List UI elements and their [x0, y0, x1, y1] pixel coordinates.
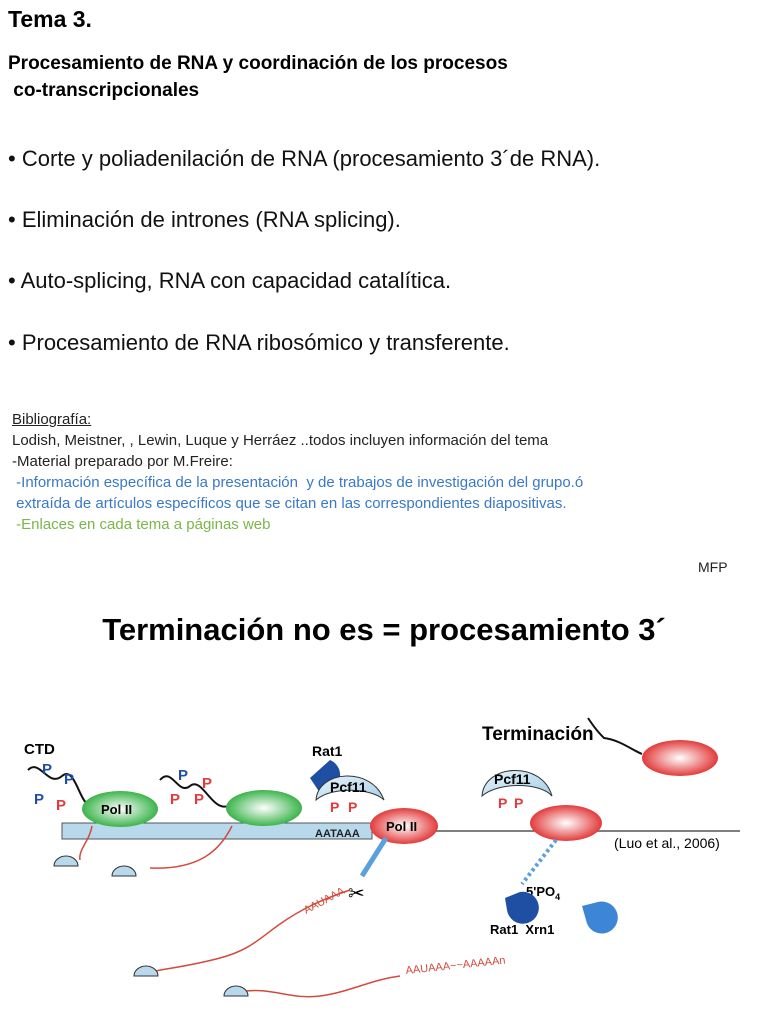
ctd-label: CTD — [24, 741, 55, 758]
p-label: P — [202, 775, 212, 792]
bullet-item: • Auto-splicing, RNA con capacidad catal… — [8, 268, 452, 293]
nascent-rna — [149, 825, 233, 869]
cap-icon — [133, 965, 159, 977]
p-label: P — [178, 767, 188, 784]
p-label: P — [64, 771, 74, 788]
pol-ii-red — [530, 805, 602, 841]
p-label: P — [194, 791, 204, 808]
pcf11-label: Pcf11 — [494, 771, 531, 787]
xrn1-icon — [582, 901, 618, 934]
bibliography-line: -Material preparado por M.Freire: — [12, 453, 233, 470]
subtitle-line-1: Procesamiento de RNA y coordinación de l… — [8, 53, 508, 74]
bullet-item: • Procesamiento de RNA ribosómico y tran… — [8, 330, 510, 355]
phosphate-subscript: 4 — [555, 892, 560, 902]
rna-linker-dotted — [520, 838, 558, 886]
web-links-line[interactable]: -Enlaces en cada tema a páginas web — [12, 516, 271, 533]
auauaa-label: AAUAAA — [302, 885, 348, 917]
bibliography-line: -Información específica de la presentaci… — [12, 474, 584, 491]
ctd-tail — [159, 775, 229, 808]
bullet-item: • Eliminación de intrones (RNA splicing)… — [8, 207, 401, 232]
scissors-icon: ✂ — [348, 883, 365, 905]
p-label: P — [34, 791, 44, 808]
termination-diagram: AATAAA CTD P P P P P P P P Pol II Rat1 P… — [24, 717, 740, 998]
pol-ii-green — [82, 791, 158, 827]
slide-title: Tema 3. — [8, 6, 92, 32]
pcf11-label: Pcf11 — [330, 779, 367, 795]
slide-2-title: Terminación no es = procesamiento 3´ — [102, 612, 666, 647]
pcf11-complex — [315, 775, 385, 802]
phosphate-label: 5'PO4 — [526, 884, 560, 902]
p-label: P — [330, 799, 339, 815]
ctd-tail — [27, 766, 93, 806]
bullet-item: • Corte y poliadenilación de RNA (proces… — [8, 146, 601, 171]
rat1-icon — [505, 891, 539, 924]
rat1-xrn1-label: Rat1 Xrn1 — [490, 922, 554, 937]
citation: (Luo et al., 2006) — [614, 835, 720, 851]
pol-ii-green — [226, 790, 302, 826]
bibliography-line: extraída de artículos específicos que se… — [12, 495, 567, 512]
bibliography-heading: Bibliografía: — [12, 411, 92, 428]
termination-label: Terminación — [482, 724, 594, 745]
cleaved-rna — [149, 889, 351, 973]
cap-icon — [111, 865, 137, 877]
p-label: P — [56, 797, 66, 814]
aataaa-label: AATAAA — [315, 828, 360, 840]
bibliography: Bibliografía: Lodish, Meistner, , Lewin,… — [12, 409, 583, 535]
pol-ii-label: Pol II — [386, 819, 417, 834]
p-label: P — [42, 761, 52, 778]
polya-tail-label: AAUAAA~~AAAAAn — [405, 955, 506, 977]
cap-icon — [53, 855, 79, 867]
nascent-rna — [79, 825, 93, 861]
pcf11-complex — [481, 770, 553, 798]
pol-ii-red — [370, 808, 438, 844]
p-label: P — [170, 791, 180, 808]
p-label: P — [514, 795, 523, 811]
pol-ii-red-released — [642, 740, 718, 776]
bibliography-line: Lodish, Meistner, , Lewin, Luque y Herrá… — [12, 432, 549, 449]
author-initials: MFP — [698, 559, 728, 575]
p-label: P — [498, 795, 507, 811]
rat1-label: Rat1 — [312, 743, 343, 759]
pol-ii-label: Pol II — [101, 802, 132, 817]
cap-icon — [223, 985, 249, 997]
subtitle-line-2: co-transcripcionales — [8, 80, 200, 101]
phosphate-main: 5'PO — [526, 884, 555, 899]
polyadenylated-rna — [239, 975, 401, 998]
rna-linker — [359, 836, 389, 878]
p-label: P — [348, 799, 357, 815]
slide-subtitle: Procesamiento de RNA y coordinación de l… — [8, 50, 508, 104]
released-ctd — [587, 717, 643, 755]
